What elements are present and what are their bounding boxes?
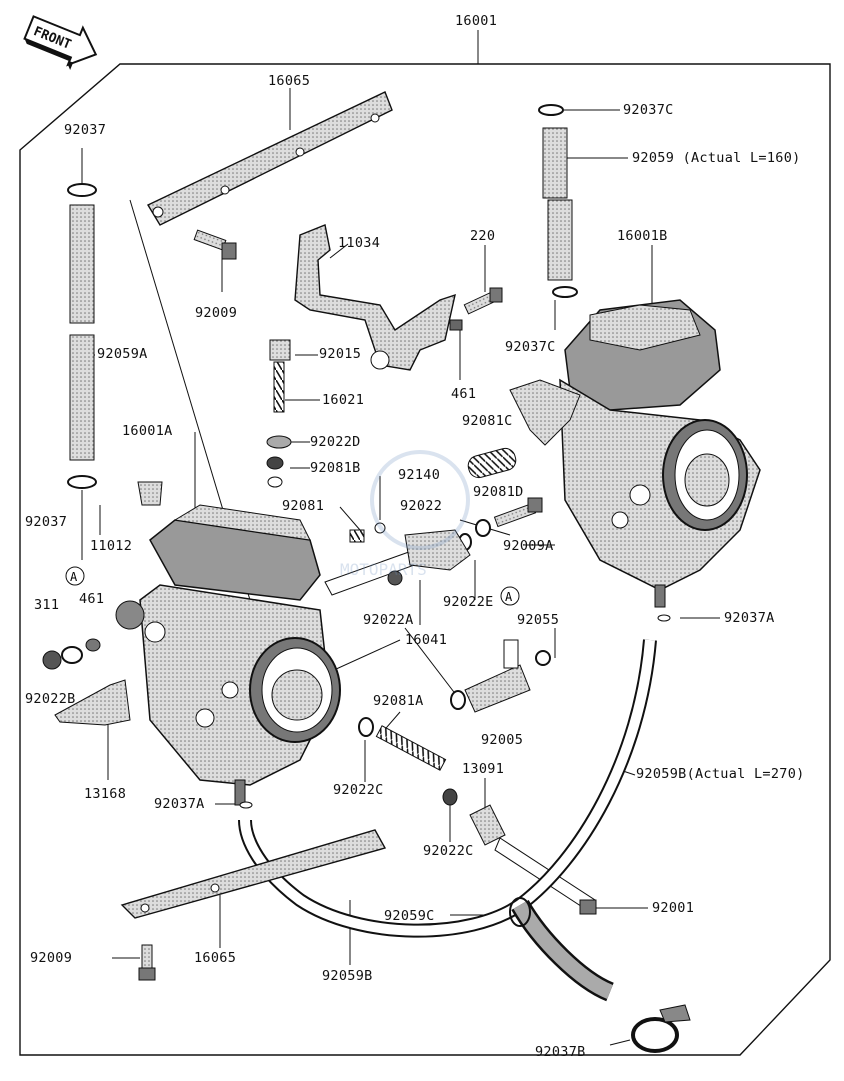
ref-marker-a-left-icon: A [65, 566, 85, 586]
carburetor-left-icon [115, 504, 341, 806]
washer-92022c-2-icon [442, 788, 458, 806]
part-label-92140: 92140 [398, 467, 441, 483]
carburetor-right-icon [509, 299, 761, 608]
part-label-92059b-bottom: 92059B [322, 968, 373, 984]
part-label-92022c-1: 92022C [333, 782, 384, 798]
part-label-11034: 11034 [338, 235, 381, 251]
part-label-16001: 16001 [455, 13, 498, 29]
part-label-92037c-mid: 92037C [505, 339, 556, 355]
nut-461-icon [449, 319, 463, 331]
part-label-92059b-right: 92059B(Actual L=270) [636, 766, 805, 782]
fuel-rail-top-icon [147, 91, 393, 226]
clamp-92037b-icon [631, 1004, 691, 1053]
part-label-11012: 11012 [90, 538, 133, 554]
part-label-16041: 16041 [405, 632, 448, 648]
clamp-92037a-left-icon [239, 801, 253, 809]
front-arrow-icon: FRONT [23, 15, 98, 70]
part-label-92055: 92055 [517, 612, 560, 628]
fuel-rail-bottom-icon [120, 829, 387, 919]
bracket-11034-icon [294, 224, 456, 371]
part-label-13091: 13091 [462, 761, 505, 777]
part-label-92022e: 92022E [443, 594, 494, 610]
part-label-16065-top: 16065 [268, 73, 311, 89]
part-label-92015: 92015 [319, 346, 362, 362]
part-label-92081c: 92081C [462, 413, 513, 429]
washer-92022c-icon [358, 717, 374, 737]
adjuster-screw-icon [266, 339, 292, 488]
watermark-text: MOTOPARTS [340, 560, 427, 579]
part-label-92022a: 92022A [363, 612, 414, 628]
ref-marker-a-right-text: A [505, 590, 513, 604]
nut-washers-icon [42, 638, 101, 670]
leader-lines [81, 30, 720, 1046]
part-label-92081b: 92081B [310, 460, 361, 476]
watermark-logo-icon: MOTOPARTS [340, 450, 470, 579]
part-label-16065-bottom: 16065 [194, 950, 237, 966]
part-label-92009-top: 92009 [195, 305, 238, 321]
part-label-92037a-right: 92037A [724, 610, 775, 626]
part-label-461-left: 461 [79, 591, 105, 607]
part-label-92037-left: 92037 [25, 514, 68, 530]
part-label-13168: 13168 [84, 786, 127, 802]
spring-92081a-icon [375, 725, 447, 771]
bracket-13168-icon [54, 679, 131, 726]
part-label-92059c: 92059C [384, 908, 435, 924]
part-label-16001a: 16001A [122, 423, 173, 439]
hose-92059a-icon [67, 183, 97, 489]
part-label-92081a: 92081A [373, 693, 424, 709]
part-label-220: 220 [470, 228, 496, 244]
part-label-92081: 92081 [282, 498, 325, 514]
assembly-frame [19, 63, 831, 1056]
shaft-16041-icon [324, 522, 471, 596]
ref-marker-a-left-text: A [70, 570, 78, 584]
fitting-92005-icon [450, 639, 551, 713]
screw-220-icon [463, 287, 503, 315]
part-label-92009a: 92009A [503, 538, 554, 554]
part-label-92059a: 92059A [97, 346, 148, 362]
part-label-311: 311 [34, 597, 60, 613]
part-label-92005: 92005 [481, 732, 524, 748]
part-label-16001b: 16001B [617, 228, 668, 244]
part-label-92022: 92022 [400, 498, 443, 514]
part-label-461-top: 461 [451, 386, 477, 402]
part-label-92001: 92001 [652, 900, 695, 916]
part-label-92022d: 92022D [310, 434, 361, 450]
part-label-92022c-2: 92022C [423, 843, 474, 859]
part-label-92081d: 92081D [473, 484, 524, 500]
part-label-92059: 92059 (Actual L=160) [632, 150, 801, 166]
part-label-92037a-left: 92037A [154, 796, 205, 812]
clamp-92037a-right-icon [657, 614, 671, 622]
bolt-92009-bottom-icon [138, 944, 156, 981]
part-label-92009-bottom: 92009 [30, 950, 73, 966]
spring-92081c-icon [467, 447, 517, 479]
part-label-92037c-top: 92037C [623, 102, 674, 118]
cap-11012-icon [137, 481, 163, 506]
part-label-92037b: 92037B [535, 1044, 586, 1060]
part-label-92022b: 92022B [25, 691, 76, 707]
part-label-92037-top: 92037 [64, 122, 107, 138]
bolt-92009-top-icon [193, 229, 237, 260]
part-label-16021: 16021 [322, 392, 365, 408]
ref-marker-a-right-icon: A [500, 586, 520, 606]
hose-92059-icon [538, 104, 578, 298]
